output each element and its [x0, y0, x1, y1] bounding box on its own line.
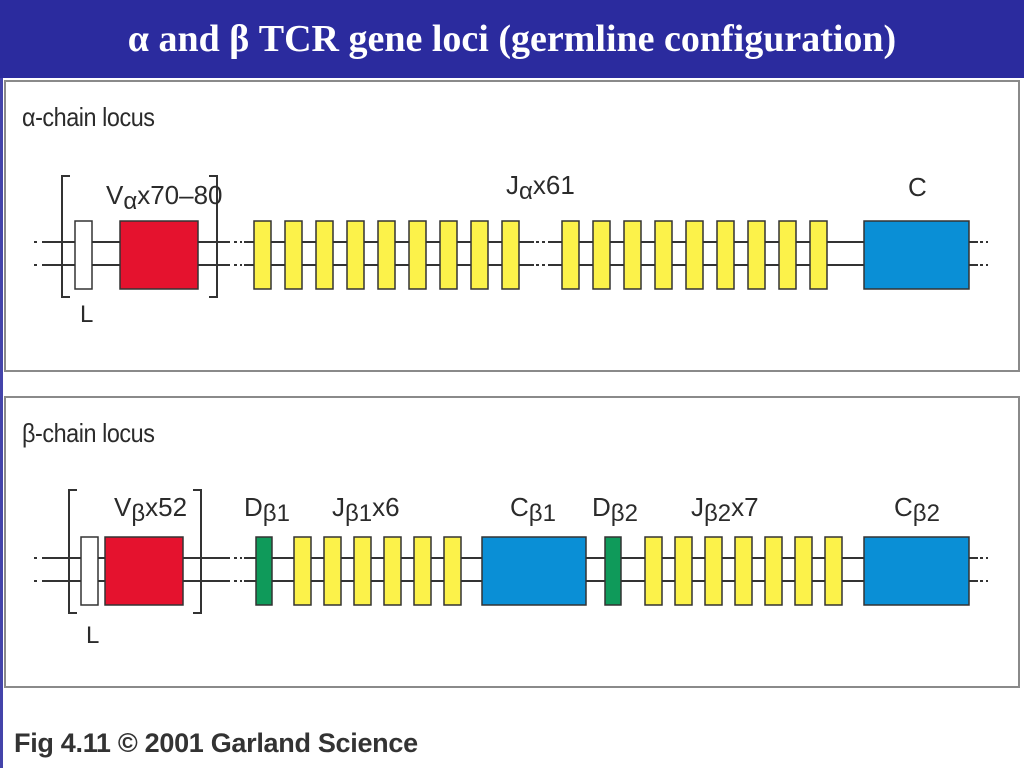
beta-d1-label: Dβ1	[244, 492, 290, 527]
beta-j1-segment-3	[353, 536, 372, 606]
beta-d1-letter: D	[244, 492, 263, 522]
beta-j2-segment-6	[794, 536, 813, 606]
beta-v-segment	[104, 536, 184, 606]
beta-c1-segment	[481, 536, 587, 606]
beta-d2-letter: D	[592, 492, 611, 522]
alpha-v-label: Vαx70–80	[106, 180, 223, 215]
beta-d1-subscript: β1	[263, 500, 290, 527]
beta-j1-letter: J	[332, 492, 345, 522]
alpha-j-segment-b-8	[778, 220, 797, 290]
beta-j1-segment-6	[443, 536, 462, 606]
alpha-j-segment-b-4	[654, 220, 673, 290]
alpha-locus-diagram: L Vαx70–80 Jαx61 C	[34, 170, 988, 328]
beta-locus-label: β-chain locus	[22, 418, 155, 448]
beta-c2-subscript: β2	[913, 500, 940, 527]
beta-j2-segment-2	[674, 536, 693, 606]
beta-j2-segment-7	[824, 536, 843, 606]
alpha-j-segment-4	[346, 220, 365, 290]
alpha-v-subscript: α	[123, 188, 137, 215]
alpha-j-segment-b-7	[747, 220, 766, 290]
alpha-locus-panel: α-chain locus L Vαx70–80 Jαx61	[4, 80, 1020, 372]
beta-j1-label: Jβ1x6	[332, 492, 400, 527]
beta-j1-count: x6	[372, 492, 399, 522]
alpha-j-segment-3	[315, 220, 334, 290]
beta-j1-segments	[293, 536, 462, 606]
beta-j2-segment-3	[704, 536, 723, 606]
alpha-j-segment-5	[377, 220, 396, 290]
alpha-j-segment-7	[439, 220, 458, 290]
alpha-c-segment	[863, 220, 970, 290]
beta-j2-segment-5	[764, 536, 783, 606]
beta-locus-diagram: L Vβx52 Dβ1 Jβ1x6 Cβ1 Dβ2 Jβ2x7 Cβ2	[34, 489, 988, 649]
alpha-c-label: C	[908, 172, 927, 202]
beta-locus-panel: β-chain locus L Vβx52 Dβ1 Jβ1x6 C	[4, 396, 1020, 688]
beta-j2-label: Jβ2x7	[691, 492, 759, 527]
beta-j1-segment-1	[293, 536, 312, 606]
beta-v-letter: V	[114, 492, 132, 522]
alpha-locus-label: α-chain locus	[22, 102, 155, 132]
alpha-j-segment-1	[253, 220, 272, 290]
alpha-j-segment-b-1	[561, 220, 580, 290]
alpha-j-segment-b-9	[809, 220, 828, 290]
beta-j2-subscript: β2	[704, 500, 731, 527]
beta-d2-subscript: β2	[611, 500, 638, 527]
beta-c2-letter: C	[894, 492, 913, 522]
beta-j1-subscript: β1	[345, 500, 372, 527]
slide-title: α and β TCR gene loci (germline configur…	[0, 0, 1024, 78]
alpha-j-segments	[253, 220, 828, 290]
alpha-j-segment-b-5	[685, 220, 704, 290]
beta-d1-segment	[255, 536, 273, 606]
beta-l-label: L	[86, 622, 99, 649]
beta-j2-segments	[644, 536, 843, 606]
beta-c2-label: Cβ2	[894, 492, 940, 527]
alpha-j-count: x61	[533, 170, 575, 200]
alpha-v-letter: V	[106, 180, 124, 210]
beta-v-bracket	[68, 489, 202, 614]
beta-j2-segment-1	[644, 536, 663, 606]
beta-c1-label: Cβ1	[510, 492, 556, 527]
alpha-v-segment	[119, 220, 199, 290]
beta-j2-count: x7	[731, 492, 758, 522]
beta-c1-letter: C	[510, 492, 529, 522]
alpha-l-label: L	[80, 301, 93, 328]
beta-c2-segment	[863, 536, 970, 606]
slide-left-border	[0, 78, 3, 768]
beta-j1-segment-2	[323, 536, 342, 606]
beta-v-subscript: β	[131, 500, 145, 527]
alpha-j-segment-2	[284, 220, 303, 290]
alpha-j-segment-b-6	[716, 220, 735, 290]
beta-v-label: Vβx52	[114, 492, 187, 527]
alpha-v-count: x70–80	[137, 180, 222, 210]
alpha-j-segment-8	[470, 220, 489, 290]
alpha-j-segment-b-3	[623, 220, 642, 290]
alpha-j-segment-6	[408, 220, 427, 290]
beta-leader-segment	[80, 536, 99, 606]
beta-j2-segment-4	[734, 536, 753, 606]
figure-caption: Fig 4.11 © 2001 Garland Science	[14, 728, 418, 758]
alpha-j-segment-b-2	[592, 220, 611, 290]
alpha-j-letter: J	[506, 170, 519, 200]
alpha-j-segment-9	[501, 220, 520, 290]
beta-j1-segment-5	[413, 536, 432, 606]
alpha-leader-segment	[74, 220, 93, 290]
alpha-j-subscript: α	[519, 178, 533, 205]
beta-c1-subscript: β1	[529, 500, 556, 527]
beta-j2-letter: J	[691, 492, 704, 522]
beta-d2-segment	[604, 536, 622, 606]
beta-j1-segment-4	[383, 536, 402, 606]
alpha-j-label: Jαx61	[506, 170, 575, 205]
alpha-v-bracket	[61, 175, 218, 298]
beta-d2-label: Dβ2	[592, 492, 638, 527]
beta-v-count: x52	[145, 492, 187, 522]
